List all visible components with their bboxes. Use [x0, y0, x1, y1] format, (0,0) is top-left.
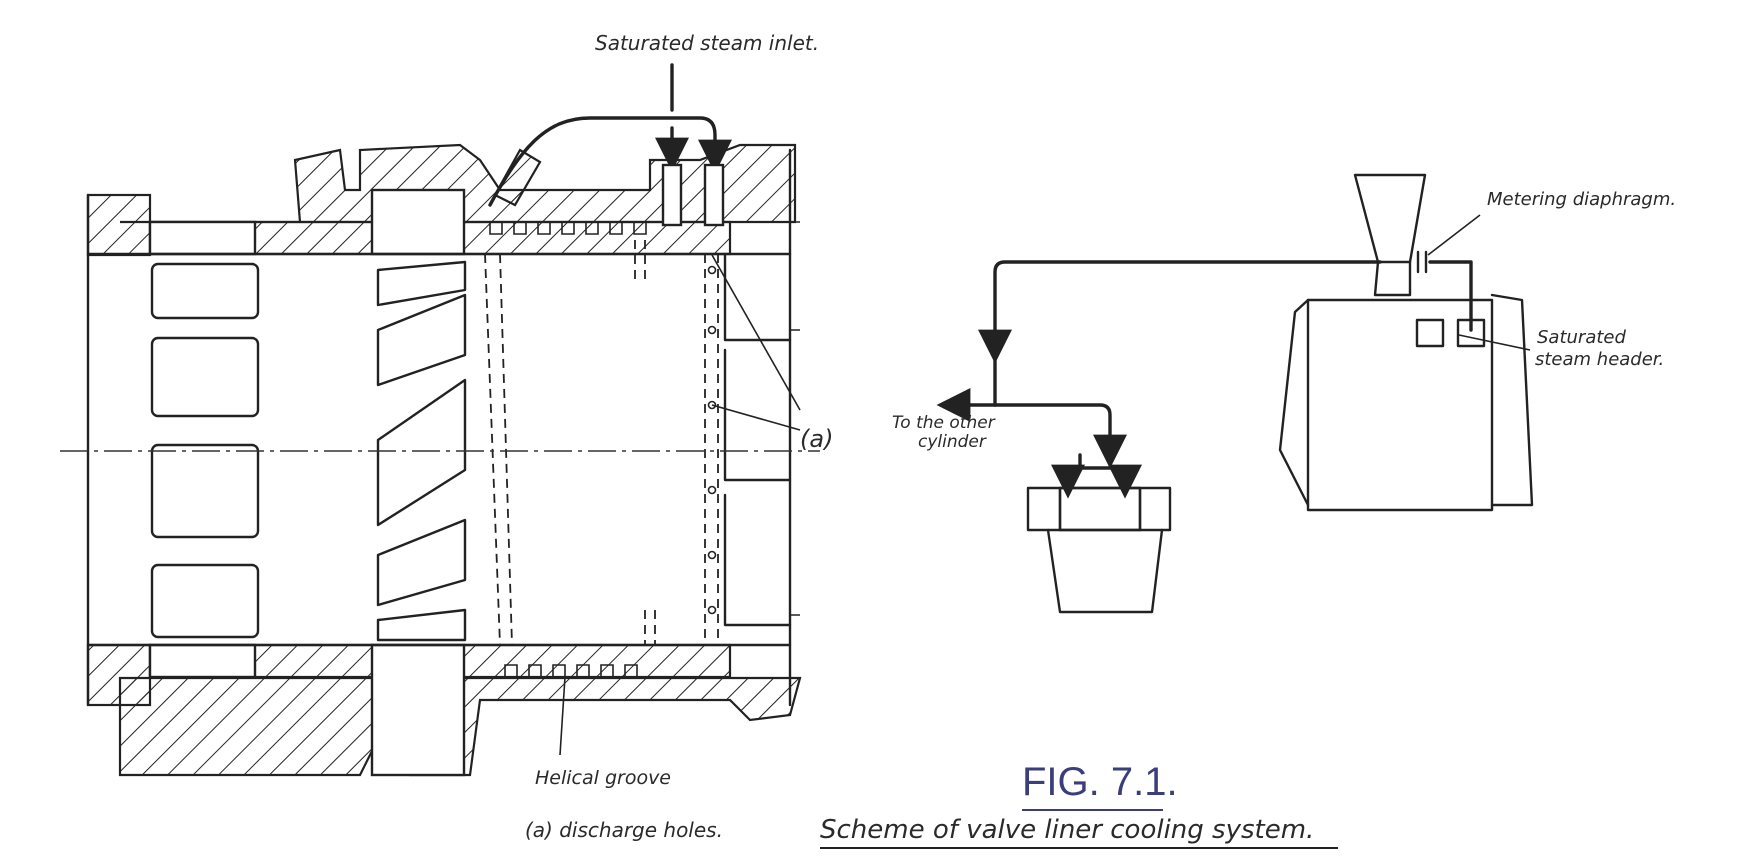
- cooling-scheme: [936, 173, 1534, 614]
- discharge-holes-note: (a) discharge holes.: [525, 818, 723, 842]
- other-cylinder-label-line2: cylinder: [918, 432, 987, 452]
- steam-header-label-line1: Saturated: [1537, 327, 1626, 348]
- steam-header-label-line2: steam header.: [1535, 349, 1664, 370]
- metering-diaphragm-label: Metering diaphragm.: [1487, 189, 1676, 210]
- helical-groove-label: Helical groove: [535, 767, 671, 789]
- other-cylinder-label-line1: To the other: [892, 413, 996, 433]
- discharge-marker-label: (a): [800, 425, 833, 453]
- cylinder-section: [60, 63, 820, 777]
- steam-inlet-label: Saturated steam inlet.: [595, 31, 819, 55]
- figure-number: FIG. 7.1.: [1022, 760, 1178, 804]
- figure-caption: Scheme of valve liner cooling system.: [820, 815, 1314, 845]
